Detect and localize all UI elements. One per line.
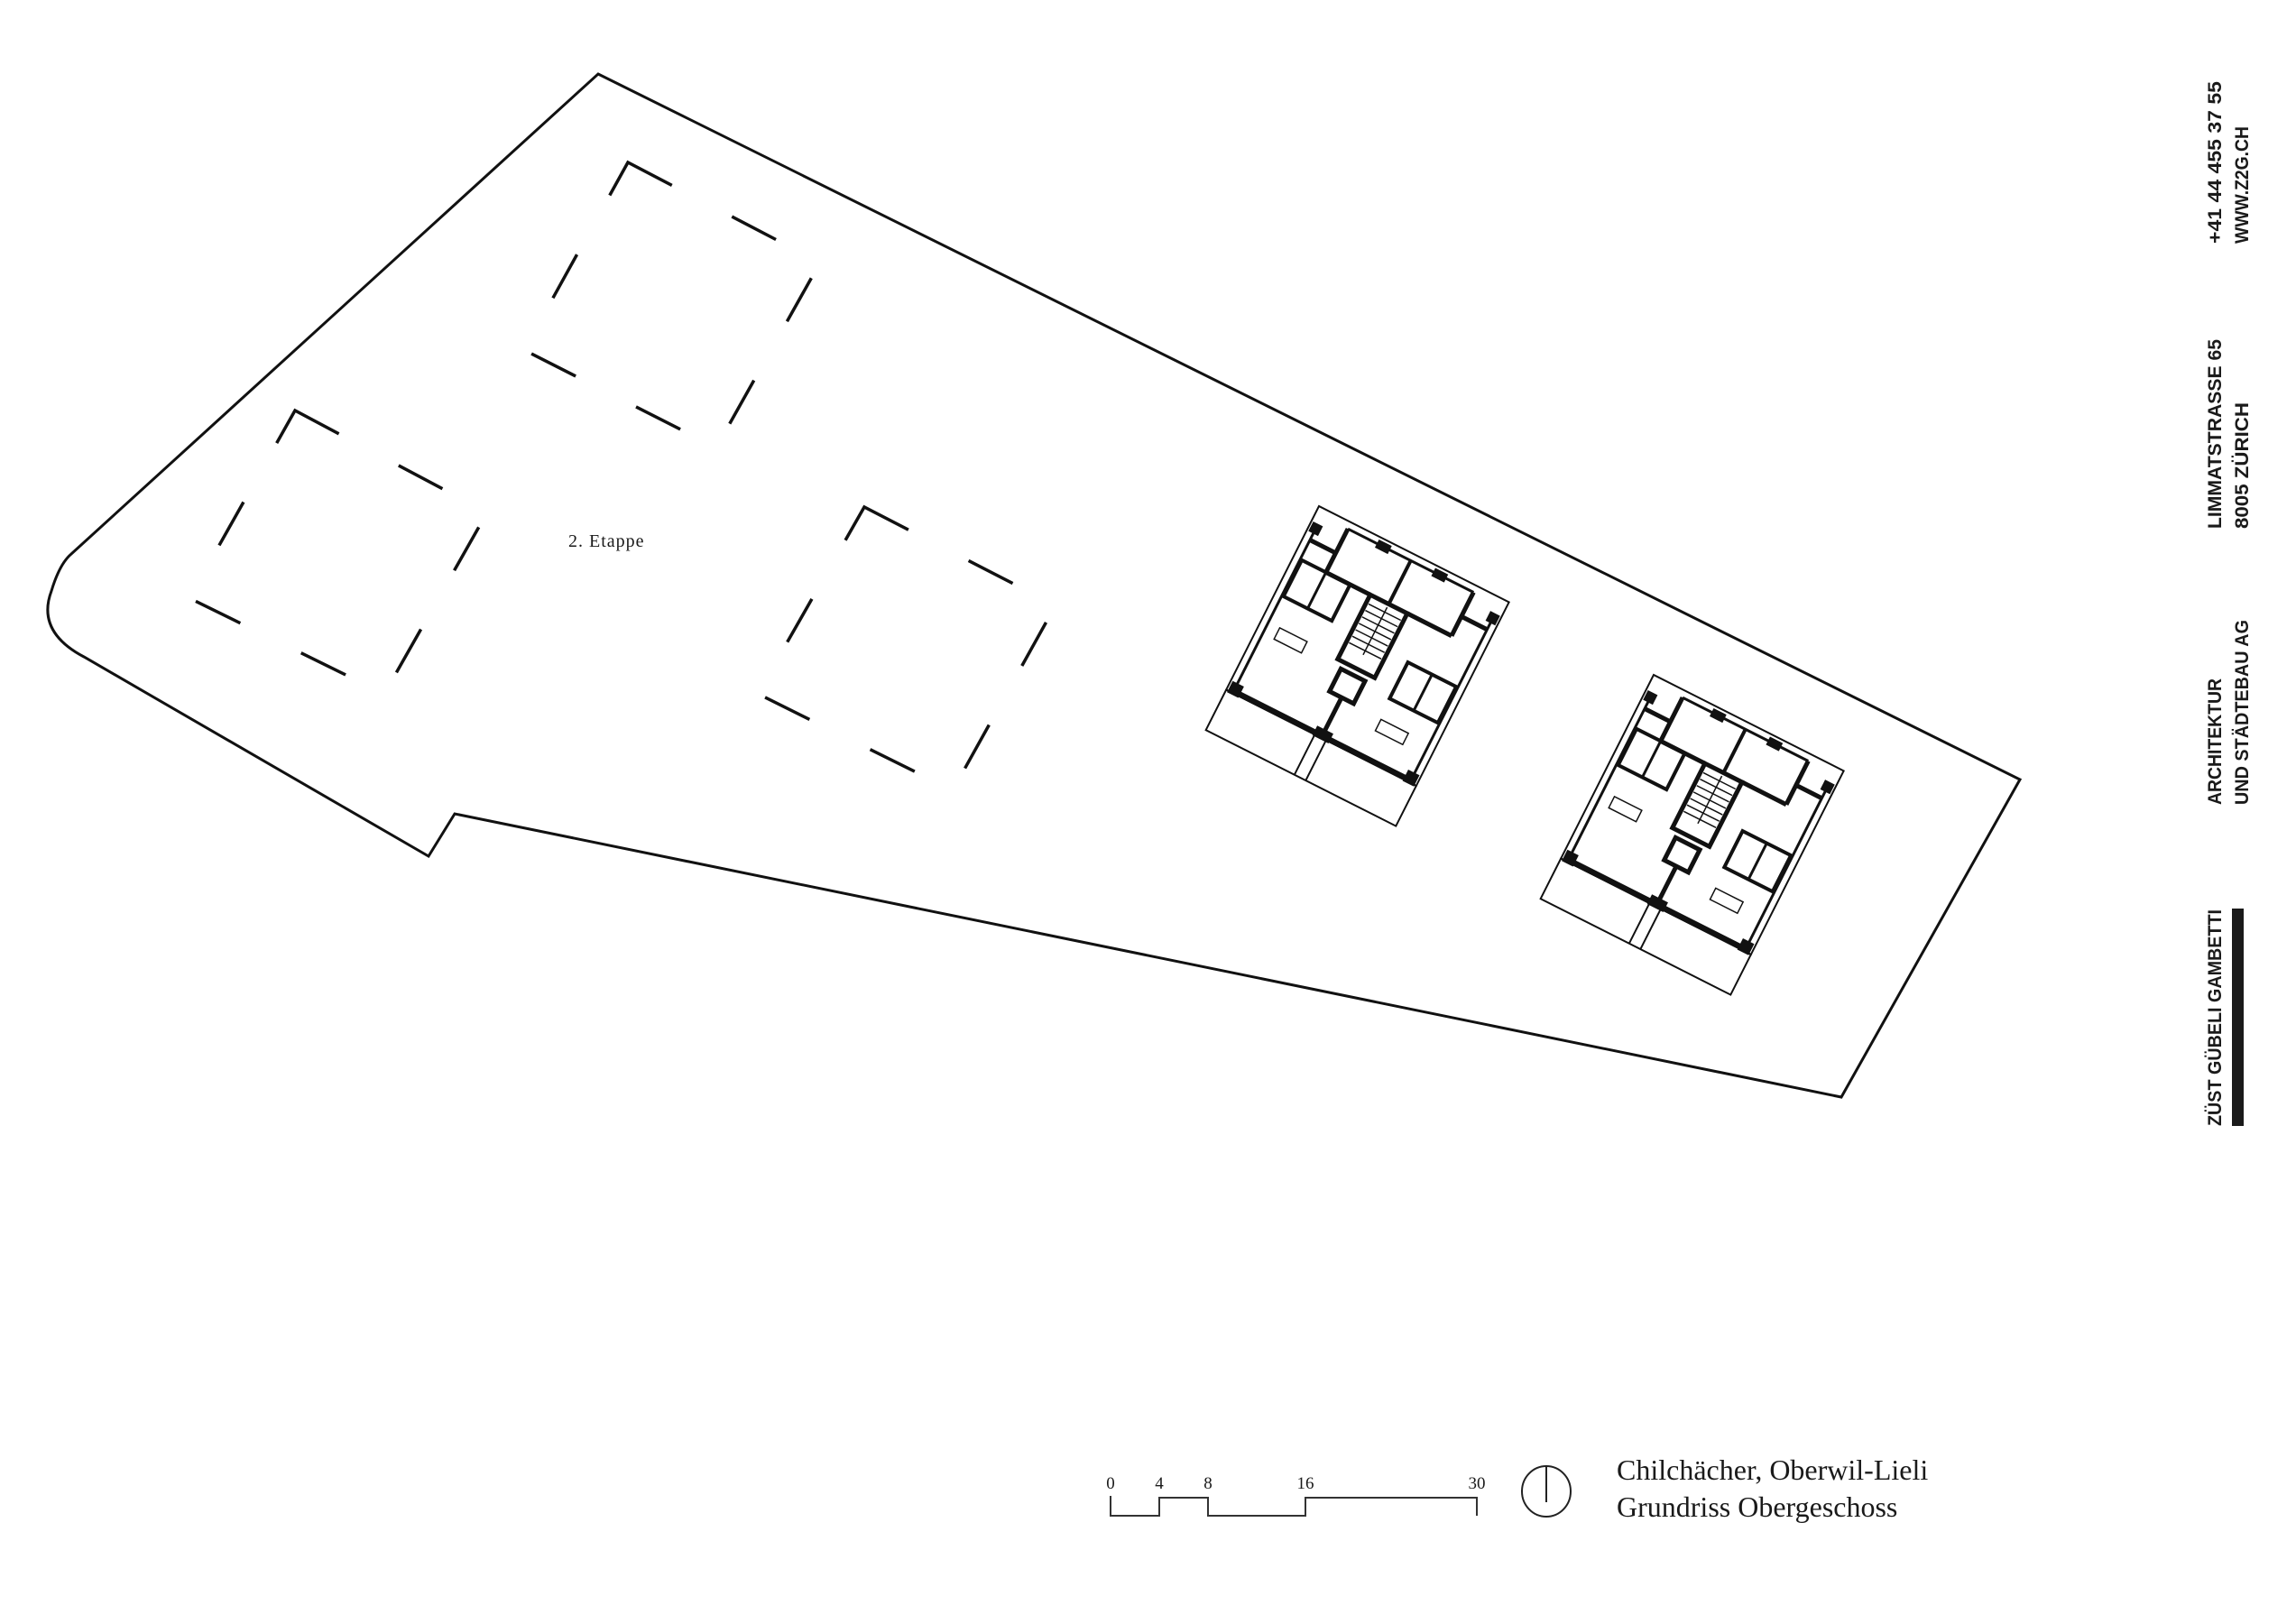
etappe-label: 2. Etappe — [568, 531, 645, 551]
building-plan-2 — [1541, 675, 1844, 995]
firm-phone: +41 44 455 37 55 — [2205, 81, 2226, 244]
firm-web: WWW.Z2G.CH — [2232, 126, 2253, 244]
scale-tick-label: 16 — [1297, 1474, 1314, 1493]
scale-tick-label: 0 — [1106, 1474, 1115, 1493]
site-boundary — [46, 72, 2023, 1099]
firm-name: ZÜST GÜBELI GAMBETTI — [2205, 909, 2226, 1126]
scale-tick-label: 8 — [1203, 1474, 1213, 1493]
north-arrow-icon — [1521, 1465, 1572, 1518]
scale-tick-label: 4 — [1155, 1474, 1164, 1493]
firm-logo-bar — [2232, 909, 2244, 1126]
plan-subtitle: Grundriss Obergeschoss — [1617, 1490, 1897, 1523]
plan-title: Chilchächer, Oberwil-Lieli — [1617, 1453, 1928, 1486]
scale-bar: 0 4 8 16 30 — [1106, 1474, 1486, 1517]
firm-type-line1: ARCHITEKTUR — [2205, 678, 2226, 805]
firm-address-street: LIMMATSTRASSE 65 — [2205, 339, 2226, 529]
future-footprint — [187, 160, 1058, 793]
firm-address-city: 8005 ZÜRICH — [2232, 402, 2253, 529]
building-plan-1 — [1206, 506, 1509, 826]
firm-type-line2: UND STÄDTEBAU AG — [2232, 620, 2253, 805]
scale-tick-label: 30 — [1469, 1474, 1486, 1493]
firm-info: +41 44 455 37 55 WWW.Z2G.CH LIMMATSTRASS… — [2205, 81, 2253, 1126]
